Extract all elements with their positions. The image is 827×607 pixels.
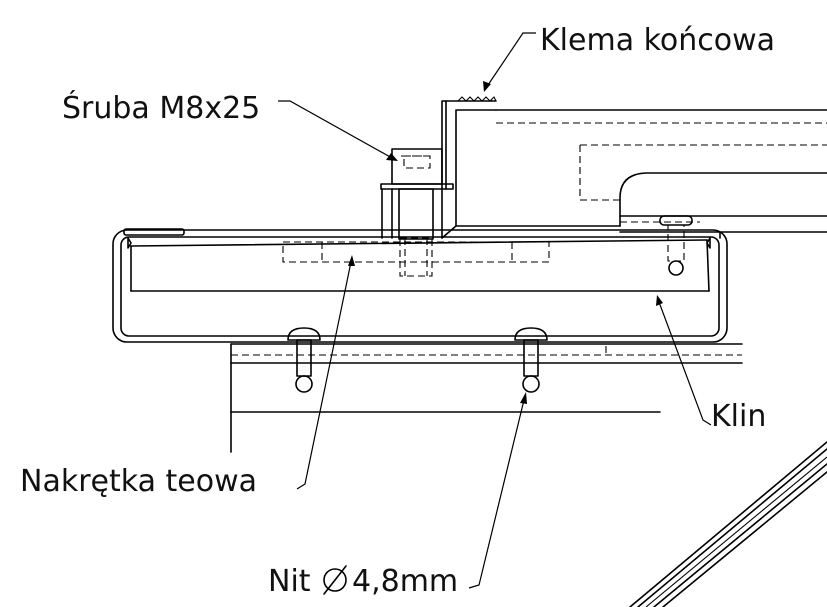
rail-profile: [230, 343, 743, 453]
angled-rail: [629, 441, 827, 607]
t-nut-part: [282, 241, 550, 263]
leader-t-nut: [296, 255, 355, 490]
label-rivet-size: 4,8mm: [352, 564, 458, 599]
leader-end-clamp: [483, 32, 536, 92]
bolt-part: [380, 148, 454, 277]
label-t-nut: Nakrętka teowa: [20, 464, 257, 499]
label-end-clamp: Klema końcowa: [540, 23, 775, 58]
label-wedge: Klin: [711, 399, 766, 434]
diameter-icon: [323, 565, 347, 595]
leader-rivet: [468, 392, 527, 589]
label-bolt: Śruba M8x25: [62, 89, 260, 126]
leader-wedge: [656, 295, 712, 426]
module-frame: [495, 109, 827, 239]
leader-bolt: [278, 100, 398, 161]
channel-profile: [112, 228, 728, 343]
rivet-left: [287, 327, 321, 393]
rivet-right: [514, 327, 548, 393]
end-clamp-part: [441, 96, 621, 239]
wedge-part: [130, 239, 710, 292]
label-rivet-prefix: Nit: [268, 564, 311, 599]
rivet-top: [659, 215, 693, 276]
